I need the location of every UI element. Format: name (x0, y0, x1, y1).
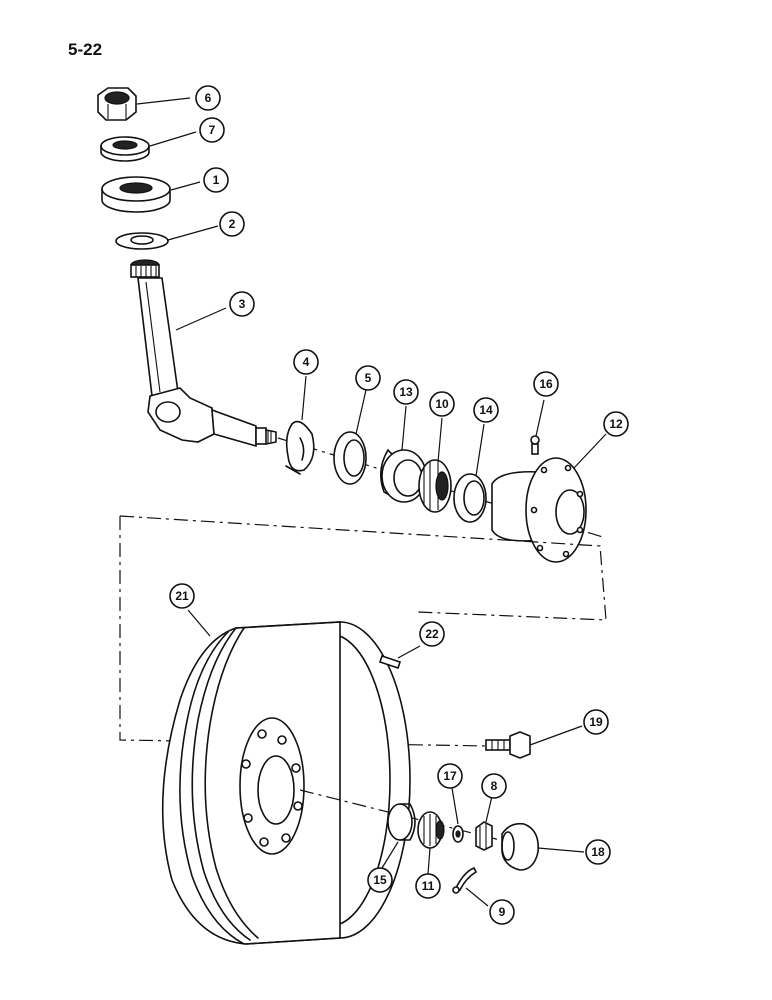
callout-label: 13 (399, 385, 413, 399)
callout-7: 7 (199, 117, 225, 143)
callout-19: 19 (583, 709, 609, 735)
callout-label: 22 (425, 627, 439, 641)
callout-label: 8 (491, 779, 498, 793)
callout-8: 8 (481, 773, 507, 799)
callout-21: 21 (169, 583, 195, 609)
part-wheel-bolt-19 (485, 731, 531, 759)
callout-9: 9 (489, 899, 515, 925)
part-castle-nut-8 (475, 821, 493, 851)
alignment-frame-upper (119, 515, 607, 621)
part-thrust-washer-1 (101, 176, 171, 213)
callout-label: 18 (591, 845, 605, 859)
part-spindle-3 (130, 259, 277, 448)
part-hub-12 (491, 457, 587, 563)
callout-label: 9 (499, 905, 506, 919)
callout-label: 10 (435, 397, 449, 411)
callout-3: 3 (229, 291, 255, 317)
callout-label: 4 (303, 355, 310, 369)
callout-16: 16 (533, 371, 559, 397)
callout-6: 6 (195, 85, 221, 111)
callout-label: 21 (175, 589, 189, 603)
callout-label: 16 (539, 377, 553, 391)
callout-label: 17 (443, 769, 457, 783)
callout-label: 2 (229, 217, 236, 231)
callout-22: 22 (419, 621, 445, 647)
callout-11: 11 (415, 873, 441, 899)
part-grease-fitting-16 (530, 435, 540, 455)
callout-label: 3 (239, 297, 246, 311)
callout-13: 13 (393, 379, 419, 405)
callout-4: 4 (293, 349, 319, 375)
callout-18: 18 (585, 839, 611, 865)
page-number: 5-22 (68, 40, 103, 59)
callout-17: 17 (437, 763, 463, 789)
callout-label: 15 (373, 873, 387, 887)
callout-label: 19 (589, 715, 603, 729)
leader-lines (136, 97, 607, 907)
callout-14: 14 (473, 397, 499, 423)
part-washer-7 (100, 136, 150, 162)
part-bearing-cup-14 (453, 473, 487, 523)
part-bearing-cup-15 (387, 803, 416, 841)
part-seal-4 (285, 420, 315, 475)
callout-1: 1 (203, 167, 229, 193)
callout-label: 12 (609, 417, 623, 431)
part-roller-bearing-11 (417, 811, 445, 849)
axis-centerline-lower (299, 789, 501, 841)
part-washer-17 (452, 825, 464, 843)
part-hub-cap-18 (501, 822, 540, 871)
callout-label: 14 (479, 403, 493, 417)
part-roller-bearing-10 (418, 459, 452, 513)
callout-label: 7 (209, 123, 216, 137)
callout-2: 2 (219, 211, 245, 237)
part-cotter-pin-9 (452, 866, 478, 894)
callout-12: 12 (603, 411, 629, 437)
callout-label: 1 (213, 173, 220, 187)
callout-10: 10 (429, 391, 455, 417)
callout-5: 5 (355, 365, 381, 391)
callout-label: 5 (365, 371, 372, 385)
part-oil-seal-5 (333, 431, 367, 485)
part-valve-stem-22 (378, 654, 402, 670)
part-hex-nut-6 (97, 87, 137, 121)
callout-label: 6 (205, 91, 212, 105)
callout-15: 15 (367, 867, 393, 893)
part-washer-2 (115, 232, 169, 250)
callout-label: 11 (422, 879, 435, 893)
part-wheel-rim-21 (161, 621, 411, 945)
